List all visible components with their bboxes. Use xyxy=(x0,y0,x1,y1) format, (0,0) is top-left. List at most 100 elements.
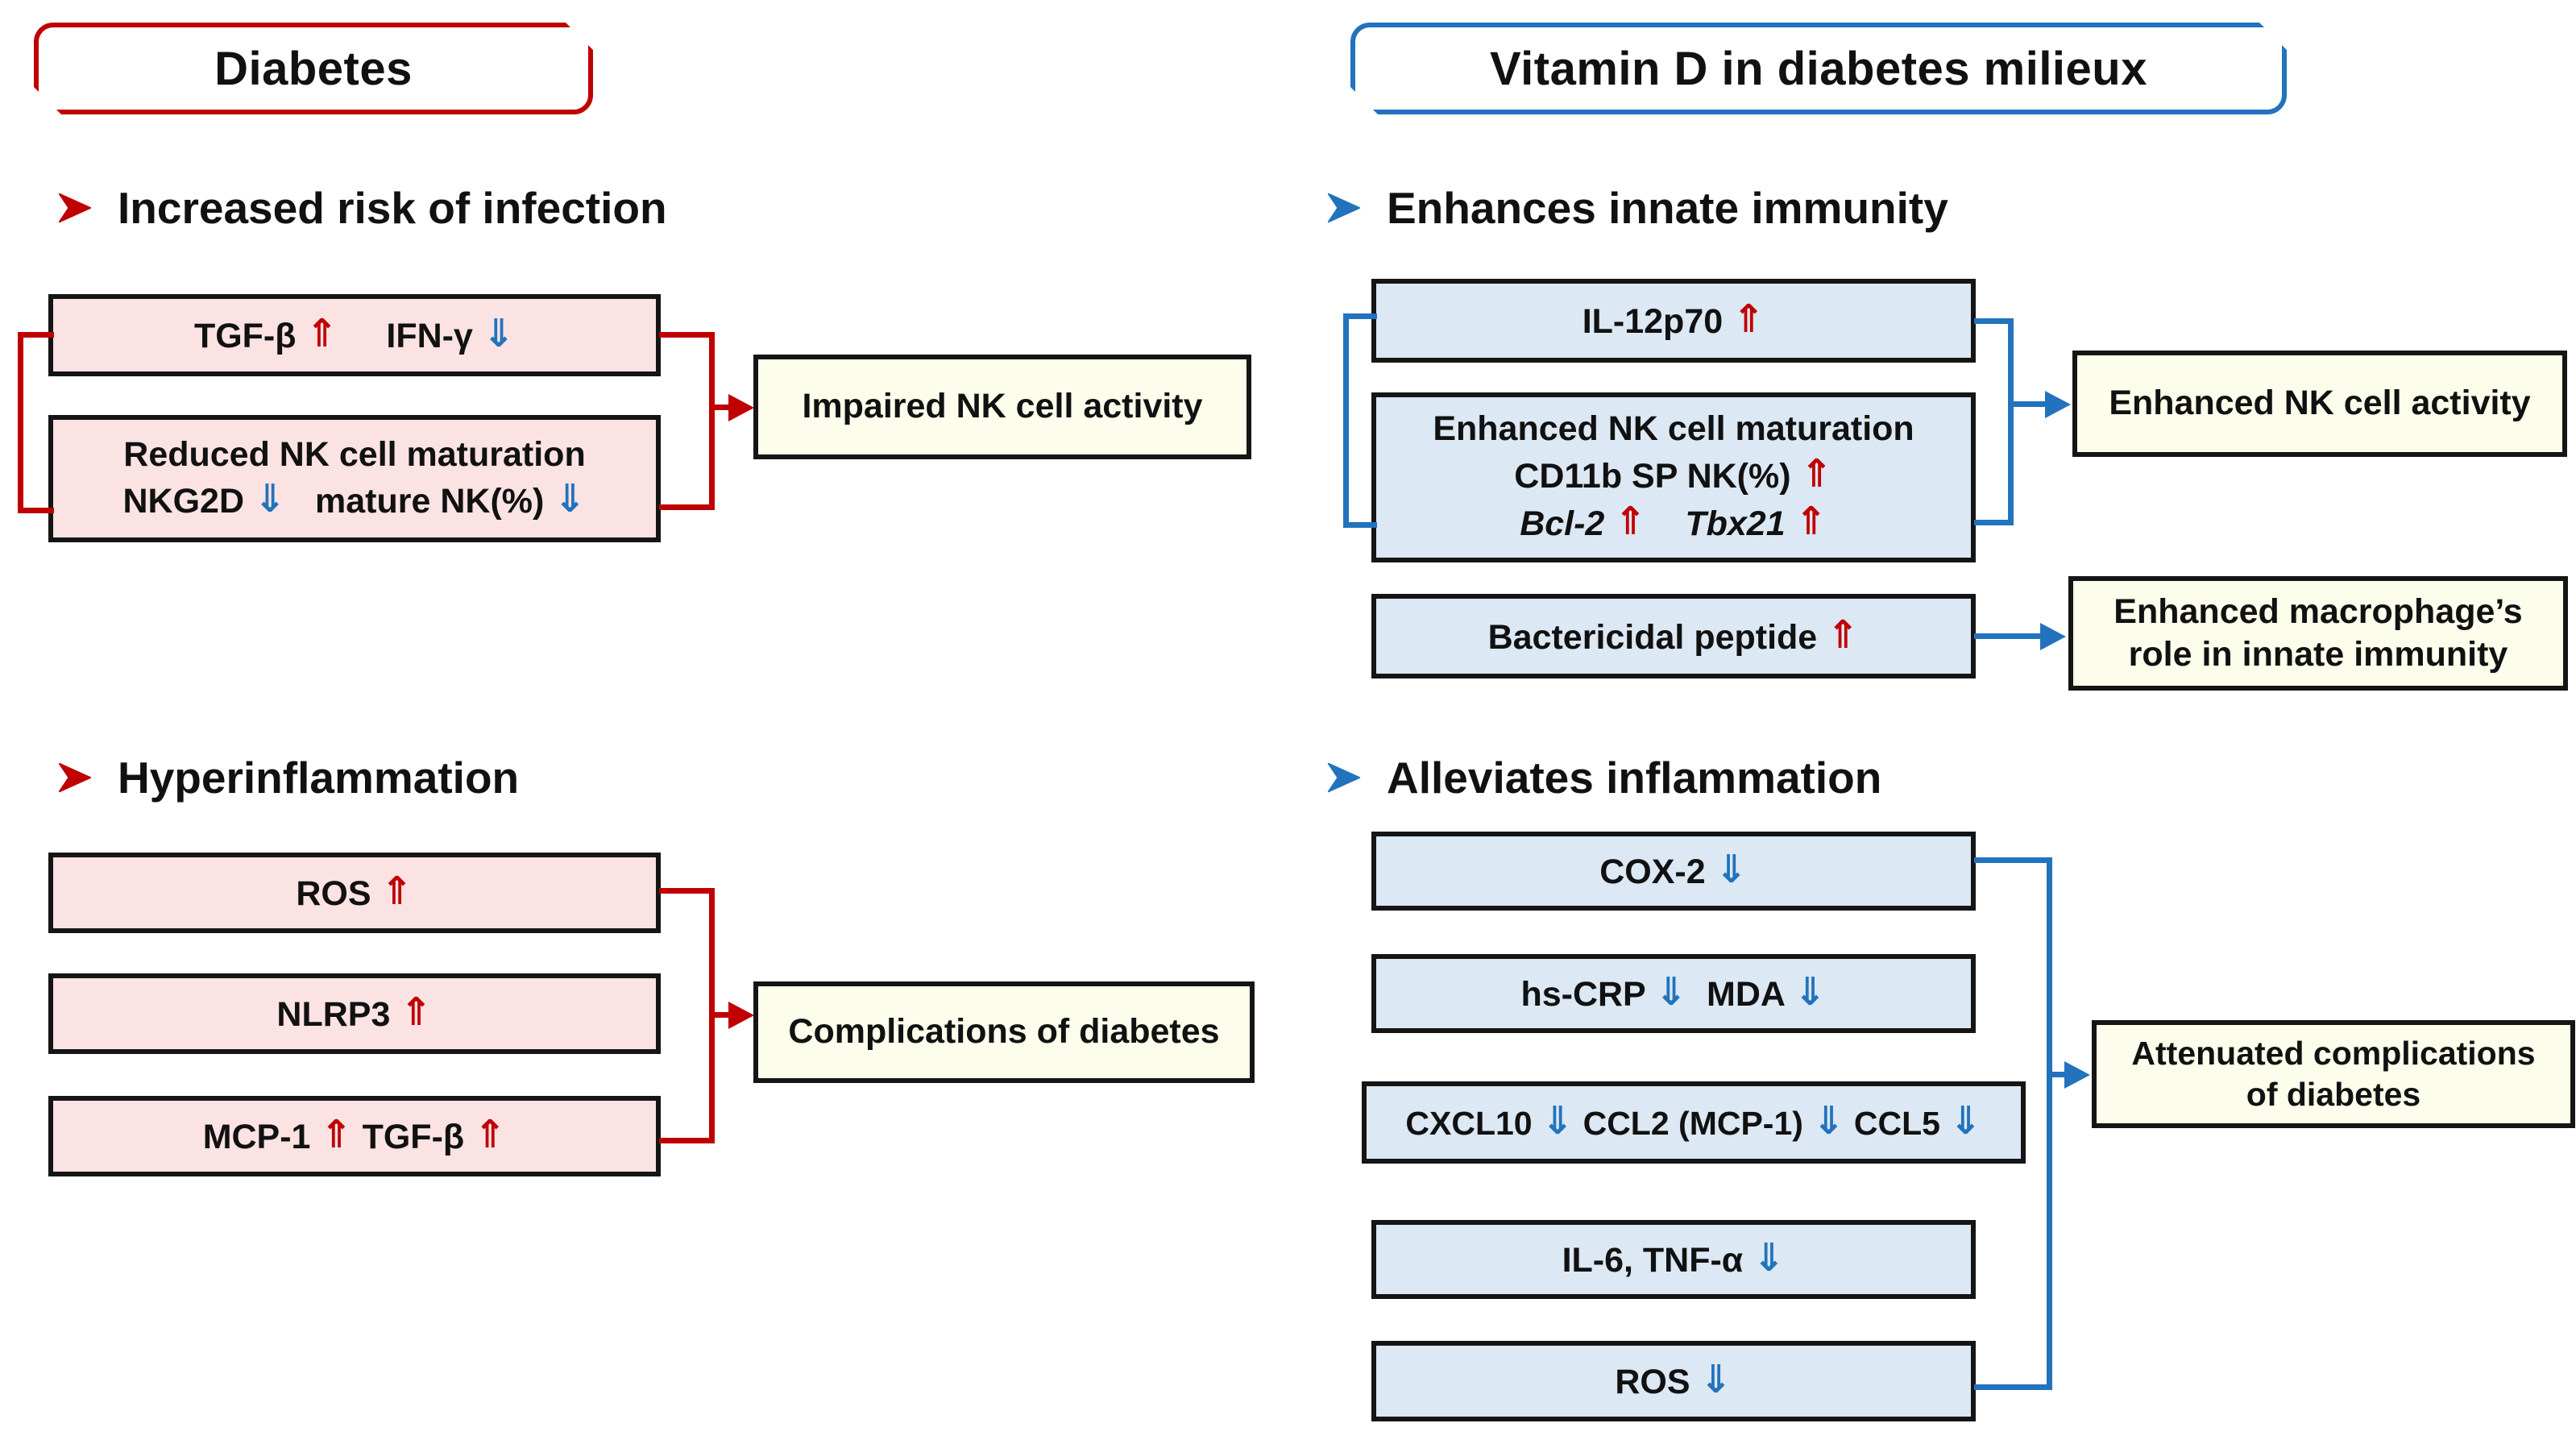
connector-line xyxy=(709,405,733,410)
box-line: Complications of diabetes xyxy=(788,1010,1219,1053)
box-text: mature NK(%) xyxy=(286,481,554,521)
blue-arrowhead-icon xyxy=(2045,391,2071,418)
box-line: Enhanced NK cell maturation xyxy=(1433,408,1914,450)
box-line: ROS ⇑ xyxy=(296,869,413,917)
section-heading-infection: Increased risk of infection xyxy=(56,174,667,242)
box-text: ROS xyxy=(1615,1363,1700,1402)
box-enhanced-nk-activity: Enhanced NK cell activity xyxy=(2072,351,2567,457)
box-text: IL-6, TNF-α xyxy=(1562,1241,1753,1280)
connector-line xyxy=(2047,857,2052,1390)
box-nlrp3: NLRP3 ⇑ xyxy=(48,973,661,1054)
blue-arrowhead-icon xyxy=(2040,623,2066,650)
box-line: COX-2 ⇓ xyxy=(1599,847,1748,895)
red-arrowhead-bullet-icon xyxy=(58,193,92,223)
up-arrow-icon: ⇑ xyxy=(1614,499,1647,545)
box-text: Tbx21 xyxy=(1685,504,1795,544)
up-arrow-icon: ⇑ xyxy=(305,311,338,357)
box-text: ROS xyxy=(296,874,381,914)
up-arrow-icon: ⇑ xyxy=(320,1112,353,1158)
red-arrowhead-icon xyxy=(728,1002,754,1029)
box-il6-tnf: IL-6, TNF-α ⇓ xyxy=(1371,1220,1976,1299)
connector-line xyxy=(659,332,715,338)
box-text: CCL2 (MCP-1) xyxy=(1574,1105,1813,1143)
box-cox2: COX-2 ⇓ xyxy=(1371,832,1976,911)
box-text: MCP-1 xyxy=(202,1118,321,1157)
box-text: CCL5 xyxy=(1844,1105,1950,1143)
down-arrow-icon: ⇓ xyxy=(1699,1357,1732,1403)
up-arrow-icon: ⇑ xyxy=(400,990,433,1035)
box-text: Enhanced macrophage’s xyxy=(2113,591,2523,631)
box-line: of diabetes xyxy=(2246,1074,2420,1115)
up-arrow-icon: ⇑ xyxy=(1794,499,1827,545)
box-line: role in innate immunity xyxy=(2129,633,2508,676)
connector-line xyxy=(2047,1072,2069,1077)
box-enhanced-macrophage: Enhanced macrophage’s role in innate immu… xyxy=(2068,576,2568,691)
box-line: NKG2D ⇓ mature NK(%) ⇓ xyxy=(122,476,586,525)
box-text: Reduced NK cell maturation xyxy=(123,434,586,474)
connector-line xyxy=(18,332,54,338)
box-impaired-nk-activity: Impaired NK cell activity xyxy=(753,355,1251,459)
box-text: TGF-β xyxy=(352,1118,475,1157)
box-line: hs-CRP ⇓ MDA ⇓ xyxy=(1520,969,1826,1018)
connector-line xyxy=(659,888,715,894)
down-arrow-icon: ⇓ xyxy=(1541,1098,1574,1144)
section-heading-label: Increased risk of infection xyxy=(118,183,667,233)
blue-arrowhead-bullet-icon xyxy=(1327,762,1361,793)
diabetes-header: Diabetes xyxy=(34,23,593,114)
connector-line xyxy=(1974,520,2014,525)
connector-line xyxy=(659,1138,715,1143)
connector-line xyxy=(1974,857,2052,863)
box-line: TGF-β ⇑ IFN-γ ⇓ xyxy=(194,311,515,359)
up-arrow-icon: ⇑ xyxy=(474,1112,507,1158)
box-text: IL-12p70 xyxy=(1582,302,1733,342)
down-arrow-icon: ⇓ xyxy=(482,311,516,357)
down-arrow-icon: ⇓ xyxy=(1753,1235,1786,1281)
box-text: Impaired NK cell activity xyxy=(802,387,1203,426)
down-arrow-icon: ⇓ xyxy=(1654,969,1688,1015)
box-line: CD11b SP NK(%) ⇑ xyxy=(1514,451,1832,500)
vitamin-d-header: Vitamin D in diabetes milieux xyxy=(1350,23,2287,114)
connector-line xyxy=(1343,313,1377,319)
box-text: hs-CRP xyxy=(1520,975,1655,1015)
connector-line xyxy=(709,332,715,510)
box-text: role in innate immunity xyxy=(2128,635,2508,674)
box-line: NLRP3 ⇑ xyxy=(276,990,432,1038)
down-arrow-icon: ⇓ xyxy=(1949,1098,1982,1144)
red-arrowhead-bullet-icon xyxy=(58,762,92,793)
box-complications: Complications of diabetes xyxy=(753,981,1255,1083)
box-text: COX-2 xyxy=(1599,853,1715,892)
box-line: MCP-1 ⇑ TGF-β ⇑ xyxy=(203,1112,507,1160)
box-text: NLRP3 xyxy=(276,995,400,1035)
box-line: IL-6, TNF-α ⇓ xyxy=(1562,1235,1786,1284)
up-arrow-icon: ⇑ xyxy=(1800,450,1833,496)
down-arrow-icon: ⇓ xyxy=(1794,969,1827,1015)
connector-line xyxy=(18,332,23,513)
connector-line xyxy=(2008,318,2014,525)
section-heading-inflammation: Alleviates inflammation xyxy=(1325,744,1881,811)
box-text: Enhanced NK cell activity xyxy=(2109,384,2531,423)
box-line: Bcl-2 ⇑ Tbx21 ⇑ xyxy=(1520,499,1827,547)
box-line: Attenuated complications xyxy=(2131,1033,2535,1074)
box-text: Complications of diabetes xyxy=(788,1012,1220,1052)
connector-line xyxy=(1974,318,2014,324)
connector-line xyxy=(2008,401,2048,407)
connector-line xyxy=(1343,522,1377,528)
box-il12p70: IL-12p70 ⇑ xyxy=(1371,279,1976,363)
box-chemokines: CXCL10 ⇓ CCL2 (MCP-1) ⇓ CCL5 ⇓ xyxy=(1362,1081,2026,1164)
box-line: IL-12p70 ⇑ xyxy=(1583,297,1765,345)
diabetes-header-label: Diabetes xyxy=(214,42,413,95)
box-line: Enhanced NK cell activity xyxy=(2109,382,2530,425)
section-heading-hyperinflammation: Hyperinflammation xyxy=(56,744,519,811)
box-text: Enhanced NK cell maturation xyxy=(1433,409,1914,449)
box-line: CXCL10 ⇓ CCL2 (MCP-1) ⇓ CCL5 ⇓ xyxy=(1405,1098,1981,1147)
connector-line xyxy=(659,504,715,510)
connector-line xyxy=(1974,633,2043,639)
box-line: Reduced NK cell maturation xyxy=(123,434,585,476)
red-arrowhead-icon xyxy=(728,394,754,421)
connector-line xyxy=(1343,313,1349,528)
up-arrow-icon: ⇑ xyxy=(380,869,413,915)
box-line: Bactericidal peptide ⇑ xyxy=(1488,612,1860,661)
